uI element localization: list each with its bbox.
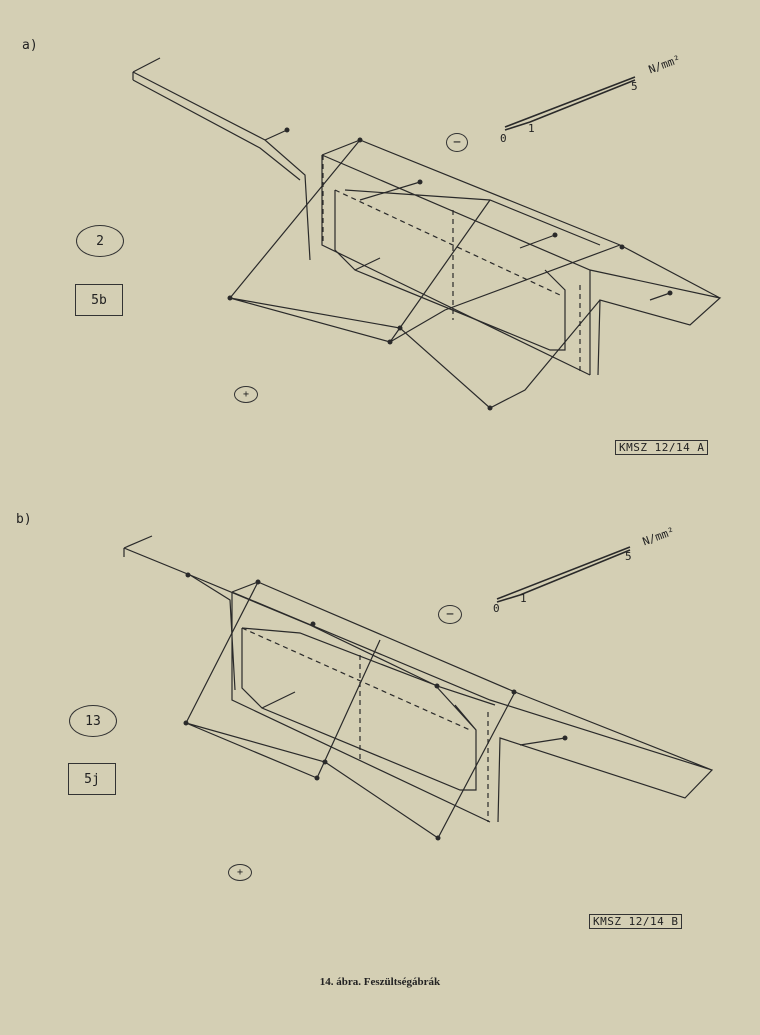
- scale-one-b: 1: [520, 592, 527, 605]
- scale-five-a: 5: [631, 80, 638, 93]
- figure-a-label: a): [22, 38, 38, 53]
- scale-five-b: 5: [625, 550, 632, 563]
- section-box-b: 5j: [68, 763, 116, 795]
- box-girder-a: [132, 57, 722, 411]
- stress-points-b: [183, 572, 568, 841]
- scale-bar-a: [504, 76, 636, 131]
- figure-b-label: b): [16, 512, 32, 527]
- load-case-badge-b: 13: [69, 705, 117, 737]
- section-box-a: 5b: [75, 284, 123, 316]
- box-girder-b: [123, 535, 714, 841]
- plus-sign-b: +: [228, 864, 252, 881]
- stress-points-a: [227, 127, 673, 411]
- plus-sign-a: +: [234, 386, 258, 403]
- minus-sign-a: −: [446, 133, 468, 152]
- reference-code-a: KMSZ 12/14 A: [615, 440, 709, 455]
- reference-code-b: KMSZ 12/14 B: [589, 914, 683, 929]
- scale-zero-a: 0: [500, 132, 507, 145]
- minus-sign-b: −: [438, 605, 462, 624]
- figure-caption: 14. ábra. Feszültségábrák: [319, 976, 441, 988]
- scale-one-a: 1: [528, 122, 535, 135]
- scale-bar-b: [496, 546, 631, 603]
- load-case-badge-a: 2: [76, 225, 124, 257]
- scale-zero-b: 0: [493, 602, 500, 615]
